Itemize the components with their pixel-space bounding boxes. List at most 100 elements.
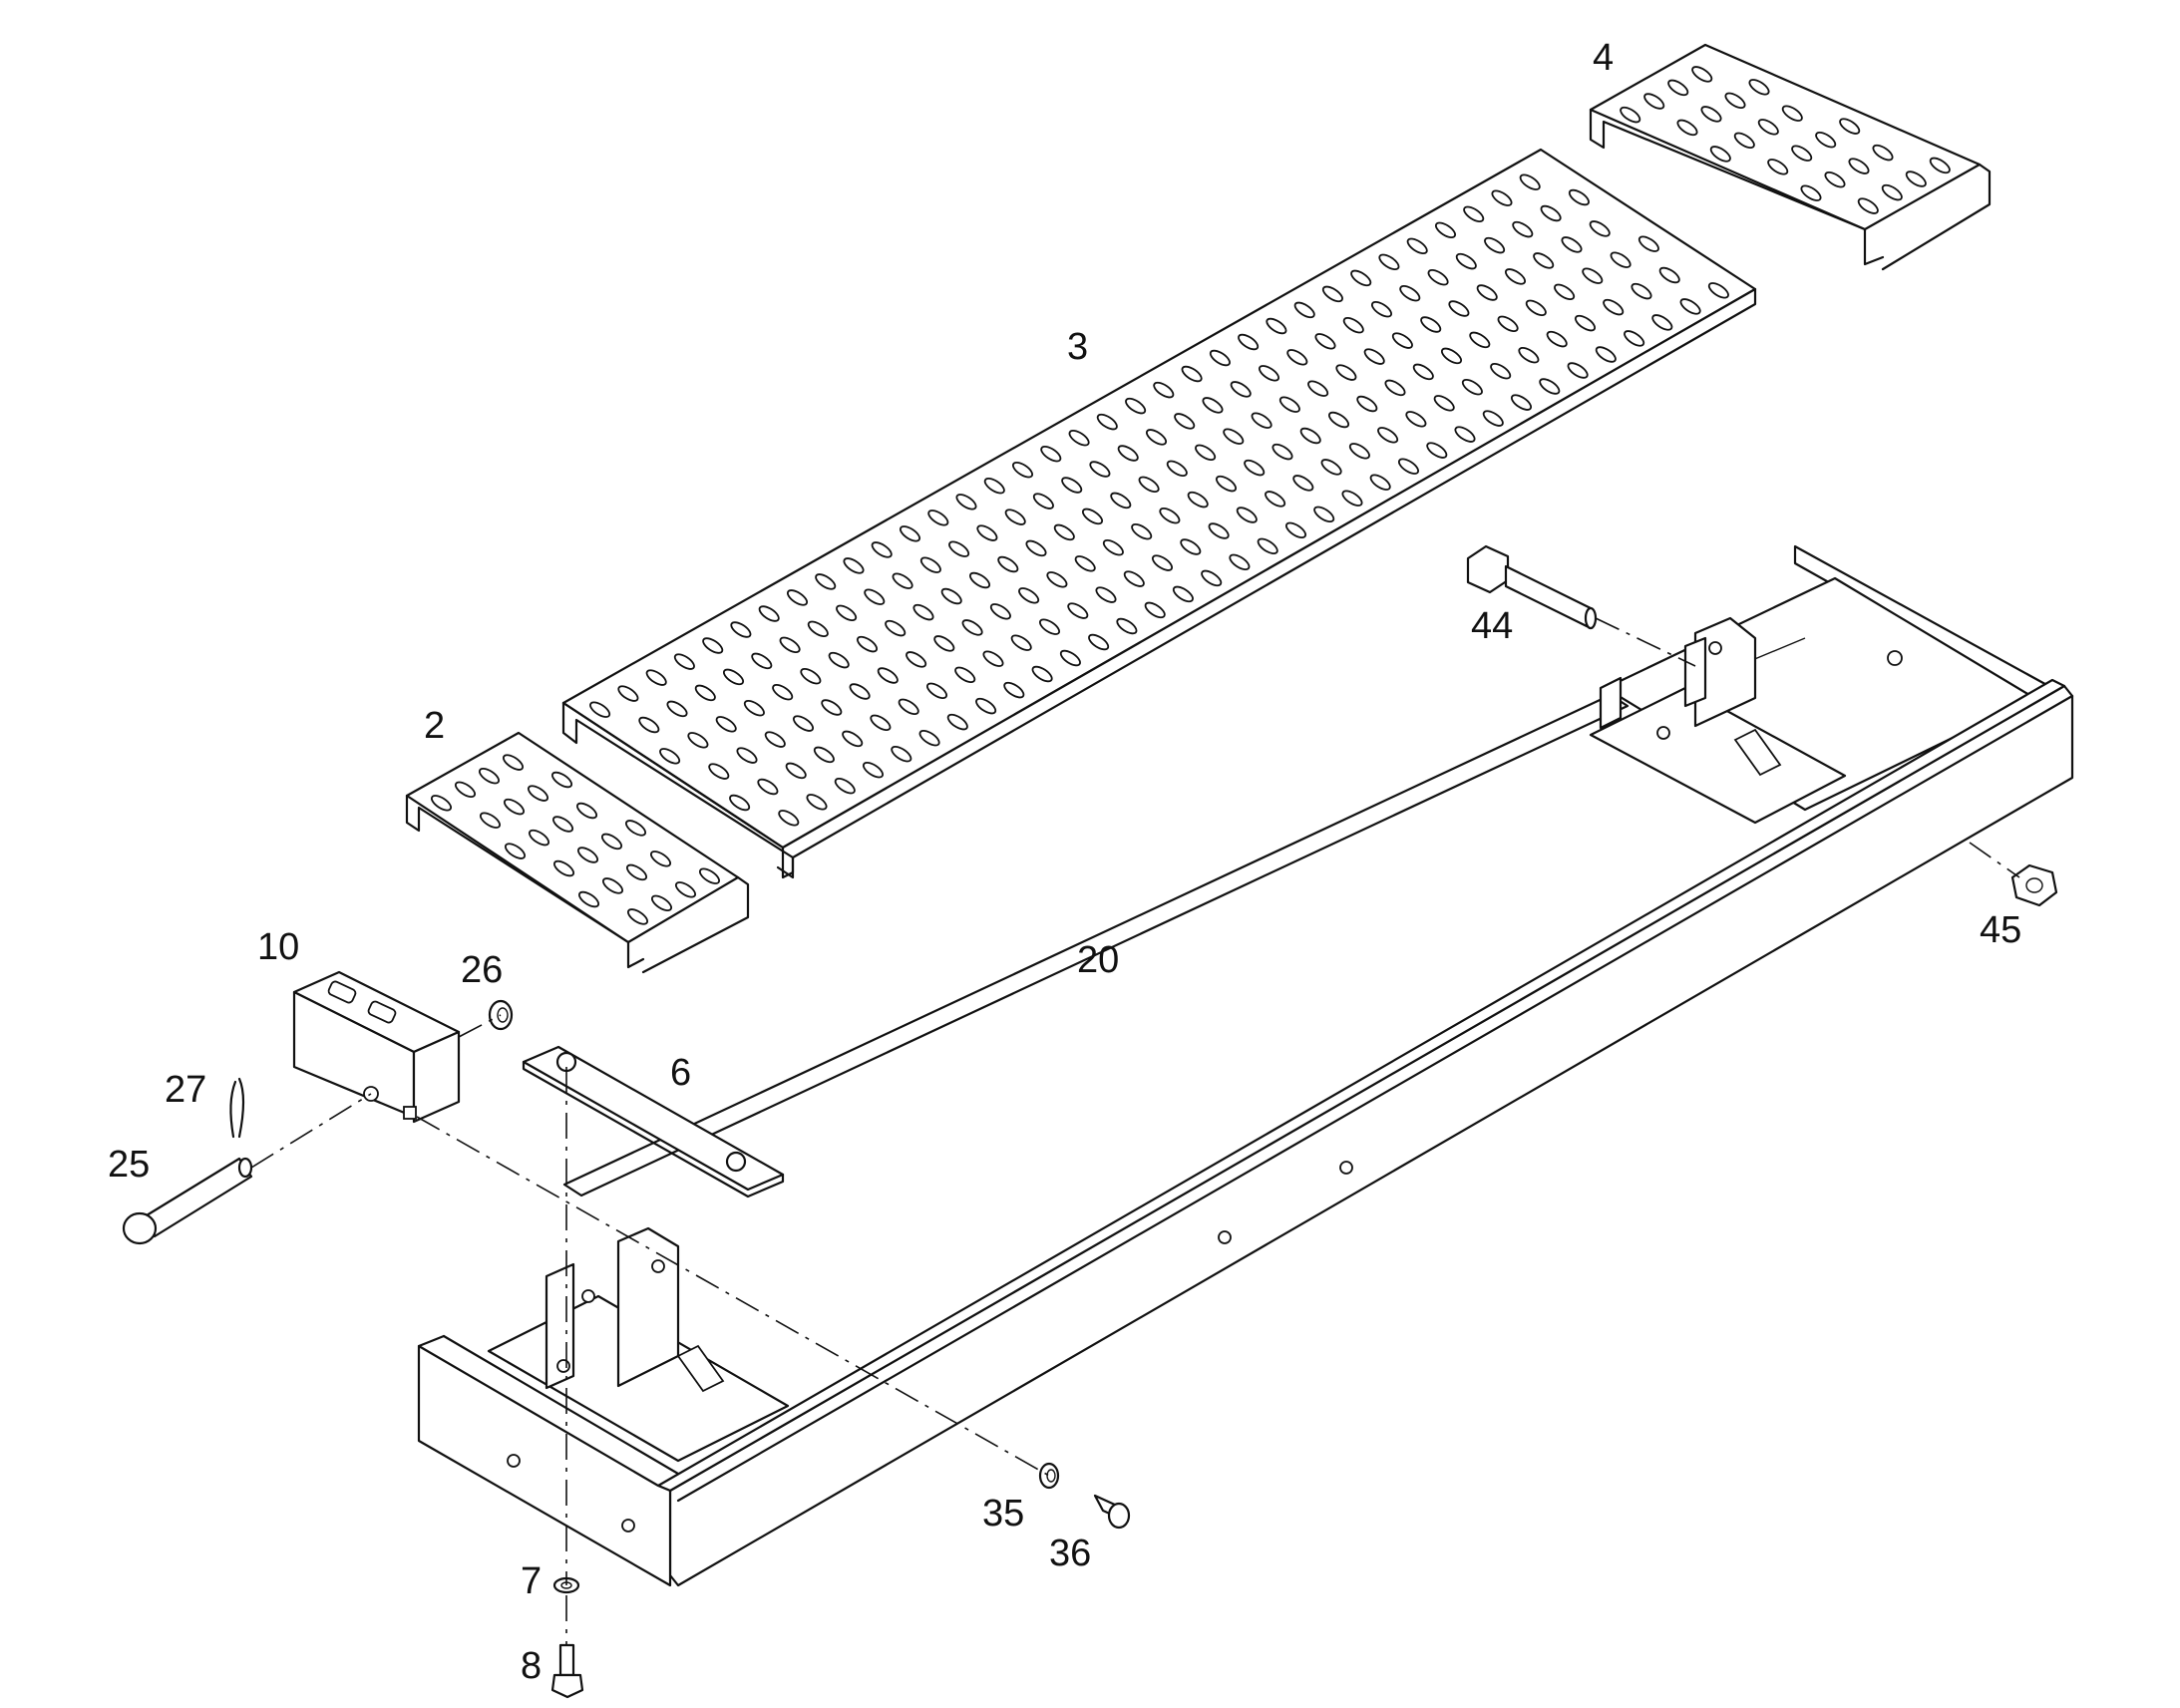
grating-slot bbox=[834, 777, 856, 795]
grating-slot bbox=[1117, 445, 1139, 462]
grating-slot bbox=[1631, 282, 1652, 300]
grating-slot bbox=[1533, 252, 1555, 269]
grating-slot bbox=[551, 816, 574, 833]
grating-slot bbox=[1238, 333, 1260, 351]
grating-slot bbox=[1327, 411, 1350, 429]
grating-slot bbox=[1265, 491, 1286, 508]
mounting-box bbox=[292, 970, 461, 1124]
grating-slot bbox=[1131, 522, 1153, 540]
grating-slot bbox=[1040, 445, 1062, 463]
grating-slot bbox=[1420, 316, 1442, 333]
grating-slot bbox=[1427, 268, 1449, 286]
grating-slot bbox=[1251, 412, 1272, 429]
grating-slot bbox=[843, 557, 865, 574]
grating-slot bbox=[674, 881, 697, 898]
grating-slot bbox=[1595, 346, 1617, 363]
grating-slot bbox=[856, 635, 879, 653]
grating-slot bbox=[454, 781, 477, 799]
grating-slot bbox=[1709, 146, 1731, 163]
grating-slot bbox=[1307, 380, 1329, 397]
grating-slot bbox=[1384, 379, 1406, 397]
label-part-20: 20 bbox=[1077, 939, 1119, 981]
grating-slot bbox=[1144, 601, 1166, 619]
grating-slot bbox=[997, 555, 1019, 573]
grating-slot bbox=[1658, 266, 1680, 284]
grating-slot bbox=[1102, 538, 1124, 556]
cap-screw-36 bbox=[1093, 1494, 1131, 1530]
short-tread-grating-right bbox=[1589, 43, 1992, 271]
grating-slot bbox=[1257, 537, 1278, 555]
grating-slot bbox=[1397, 458, 1420, 475]
grating-slot bbox=[694, 684, 716, 702]
grating-slot bbox=[1518, 346, 1540, 364]
grating-slot bbox=[1378, 253, 1400, 271]
grating-slot bbox=[751, 652, 773, 670]
grating-slot bbox=[1081, 508, 1104, 525]
grating-slot bbox=[1286, 349, 1308, 366]
label-part-25: 25 bbox=[108, 1144, 150, 1186]
grating-slot bbox=[1244, 459, 1266, 477]
grating-slot bbox=[870, 714, 892, 732]
grating-slot bbox=[550, 771, 573, 789]
grating-slot bbox=[899, 525, 921, 542]
grating-slot bbox=[659, 748, 681, 765]
grating-slot bbox=[1434, 221, 1457, 239]
grating-slot bbox=[975, 697, 997, 715]
grating-slot bbox=[786, 589, 809, 606]
grating-slot bbox=[1125, 397, 1147, 415]
grating-slot bbox=[785, 762, 807, 780]
grating-slot bbox=[1440, 347, 1463, 365]
label-part-35: 35 bbox=[982, 1493, 1024, 1535]
grating-slot bbox=[715, 716, 737, 733]
grating-slot bbox=[1370, 300, 1393, 318]
grating-slot bbox=[1476, 284, 1498, 301]
grating-slot bbox=[1448, 300, 1470, 317]
grating-slot bbox=[1110, 492, 1132, 510]
grating-slot bbox=[1032, 493, 1054, 510]
grating-slot bbox=[638, 716, 660, 734]
grating-slot bbox=[702, 637, 724, 654]
label-part-6: 6 bbox=[670, 1052, 691, 1094]
grating-slot bbox=[1293, 301, 1315, 319]
grating-slot bbox=[906, 651, 927, 668]
grating-slot bbox=[983, 477, 1005, 495]
grating-slot bbox=[1258, 365, 1280, 382]
grating-slot bbox=[649, 851, 672, 867]
grating-slot bbox=[976, 524, 998, 541]
grating-slot bbox=[779, 636, 801, 654]
grating-slot bbox=[772, 683, 794, 701]
grating-slot bbox=[1857, 197, 1879, 214]
grating-slot bbox=[946, 713, 968, 731]
grating-slot bbox=[1229, 553, 1251, 571]
grating-slot bbox=[1145, 429, 1168, 446]
grating-slot bbox=[1624, 330, 1645, 347]
grating-slot bbox=[1512, 220, 1534, 238]
grating-slot bbox=[650, 894, 673, 912]
grating-slot bbox=[1539, 378, 1561, 395]
grating-slot bbox=[1582, 267, 1604, 284]
grating-slot bbox=[577, 890, 600, 908]
grating-slot bbox=[1568, 188, 1590, 206]
grating-slot bbox=[625, 863, 648, 881]
grating-slot bbox=[912, 603, 934, 621]
grating-slot bbox=[1046, 571, 1068, 588]
step-frame bbox=[417, 544, 2074, 1587]
grating-slot bbox=[1546, 330, 1568, 348]
grating-slot bbox=[1272, 443, 1293, 461]
grating-slot bbox=[1159, 507, 1181, 524]
grating-slot bbox=[1031, 665, 1053, 683]
grating-slot bbox=[1691, 66, 1713, 83]
grating-slot bbox=[933, 635, 955, 652]
label-part-4: 4 bbox=[1593, 37, 1614, 79]
grating-slot bbox=[1491, 189, 1513, 206]
grating-slot bbox=[1554, 283, 1576, 301]
label-part-2: 2 bbox=[424, 705, 445, 747]
grating-slot bbox=[1089, 461, 1111, 478]
grating-slot bbox=[729, 794, 751, 812]
grating-slot bbox=[589, 701, 611, 718]
grating-slot bbox=[575, 802, 598, 820]
label-part-36: 36 bbox=[1049, 1533, 1091, 1574]
grating-slot bbox=[1223, 428, 1245, 445]
grating-slot bbox=[1484, 236, 1506, 254]
